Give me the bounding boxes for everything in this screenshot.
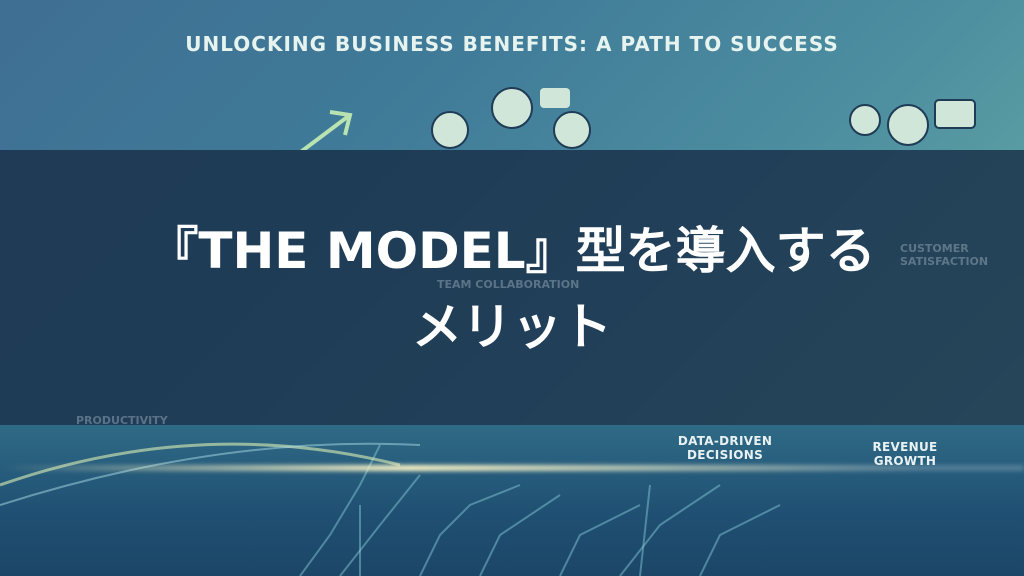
label-team-collaboration: TEAM COLLABORATION — [437, 278, 580, 291]
chat-bubble-icon — [540, 88, 570, 108]
label-customer-satisfaction: CUSTOMER SATISFACTION — [900, 242, 989, 268]
main-title-line1: 『THE MODEL』型を導入する — [148, 222, 876, 280]
people-network-icon — [431, 87, 591, 149]
circuit-background — [0, 425, 1024, 576]
header-title: UNLOCKING BUSINESS BENEFITS: A PATH TO S… — [185, 32, 839, 56]
main-title: 『THE MODEL』型を導入する メリット — [0, 213, 1024, 365]
label-data-driven-decisions: DATA-DRIVEN DECISIONS — [670, 434, 780, 462]
main-title-line2: メリット — [412, 298, 612, 356]
label-productivity: PRODUCTIVITY — [76, 414, 168, 427]
customer-icons — [849, 99, 976, 146]
illustration-icons — [300, 87, 976, 150]
label-line: DATA-DRIVEN — [677, 434, 773, 448]
label-revenue-growth: REVENUE GROWTH — [872, 440, 938, 468]
label-line: DECISIONS — [686, 448, 764, 462]
growth-arrow-icon — [300, 110, 353, 150]
title-overlay-band — [0, 150, 1024, 425]
